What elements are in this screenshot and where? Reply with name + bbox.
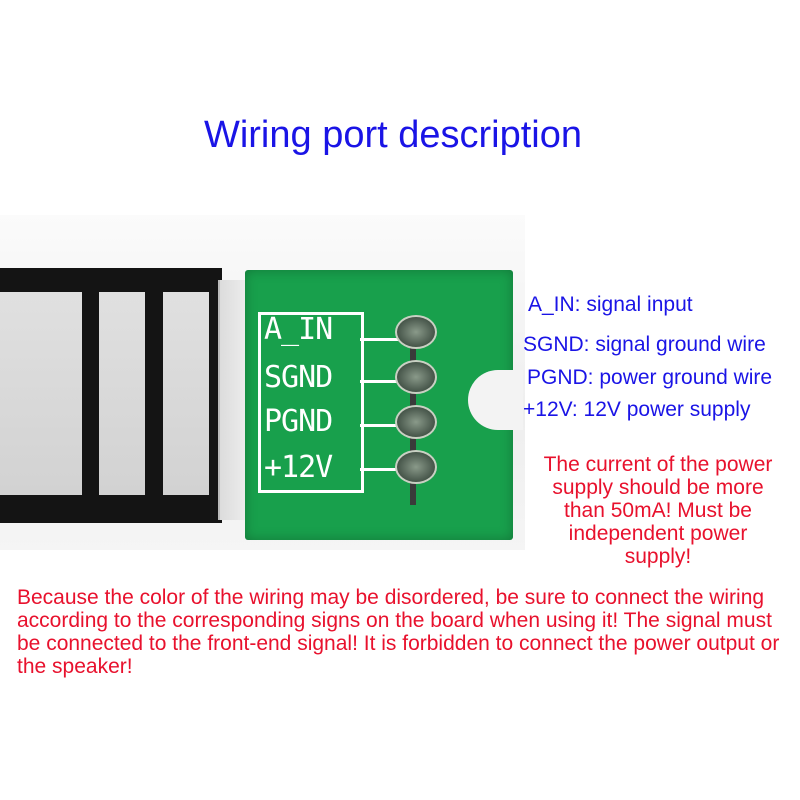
led-segment — [36, 292, 82, 495]
wire — [410, 475, 416, 505]
pin-label-sgnd: SGND — [264, 360, 333, 395]
pin-label-12v: +12V — [264, 450, 333, 485]
desc-a-in: A_IN: signal input — [528, 293, 693, 316]
solder-pin — [395, 360, 437, 394]
board-notch — [468, 370, 523, 430]
desc-12v: +12V: 12V power supply — [523, 398, 751, 421]
solder-pin — [395, 450, 437, 484]
trace — [360, 468, 400, 471]
trace — [360, 380, 400, 383]
trace — [360, 424, 400, 427]
led-segment — [0, 292, 36, 495]
current-note: The current of the power supply should b… — [543, 453, 773, 568]
pin-label-a-in: A_IN — [264, 312, 333, 347]
pin-label-pgnd: PGND — [264, 404, 333, 439]
led-segment — [163, 292, 209, 495]
solder-pin — [395, 315, 437, 349]
page-title: Wiring port description — [203, 114, 583, 156]
desc-pgnd: PGND: power ground wire — [527, 366, 773, 389]
trace — [360, 338, 400, 341]
wiring-warning: Because the color of the wiring may be d… — [17, 586, 780, 678]
led-segment — [99, 292, 145, 495]
pin-label-box — [258, 312, 364, 493]
solder-pin — [395, 405, 437, 439]
desc-sgnd: SGND: signal ground wire — [523, 333, 766, 356]
